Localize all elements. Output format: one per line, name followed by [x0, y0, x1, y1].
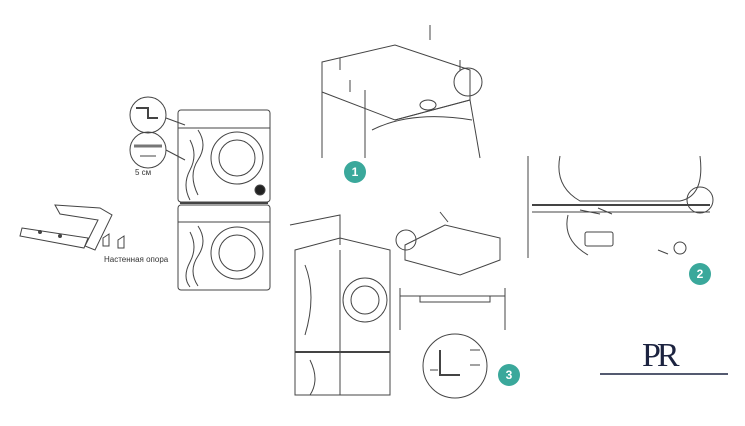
dryer-door [211, 132, 263, 184]
gap-label: 5 см [135, 168, 152, 177]
mounting-frame-parts [20, 205, 124, 250]
step-3-badge-bg [498, 364, 520, 386]
step-2-number: 2 [696, 267, 704, 281]
machine-top [322, 45, 470, 120]
step-3-number: 3 [505, 368, 513, 382]
callout-bracket-detail [130, 97, 166, 133]
wall-bracket-1 [103, 234, 109, 246]
frame-rail-bottom [20, 228, 88, 248]
step-3-illustration [290, 212, 505, 398]
step-badges [344, 161, 711, 386]
top-panel-detail [405, 225, 500, 275]
step-1-illustration [322, 25, 482, 158]
cross-rail [420, 296, 490, 302]
stacked-units-illustration [178, 110, 270, 290]
dryer-knob [255, 185, 265, 195]
wall-bracket-2 [118, 236, 124, 248]
callout-corner-detail [687, 187, 713, 213]
brand-logo: PR [642, 337, 680, 374]
detail-callouts [130, 97, 185, 168]
step-1-badge-bg [344, 161, 366, 183]
step-2-badge-bg [689, 263, 711, 285]
step-2-illustration [528, 156, 713, 258]
step-1-number: 1 [351, 165, 359, 179]
callout-screw-detail [454, 68, 482, 96]
stacked-units-front [295, 238, 390, 395]
upper-unit-side [559, 156, 701, 201]
washer-body [178, 205, 270, 290]
wall-support-label: Настенная опора [104, 255, 169, 264]
callout-gap-detail [130, 132, 166, 168]
washer-door [211, 227, 263, 279]
control-panel [585, 232, 613, 246]
frame-rail-top [55, 205, 112, 250]
callout-bracket-screws [423, 334, 487, 398]
